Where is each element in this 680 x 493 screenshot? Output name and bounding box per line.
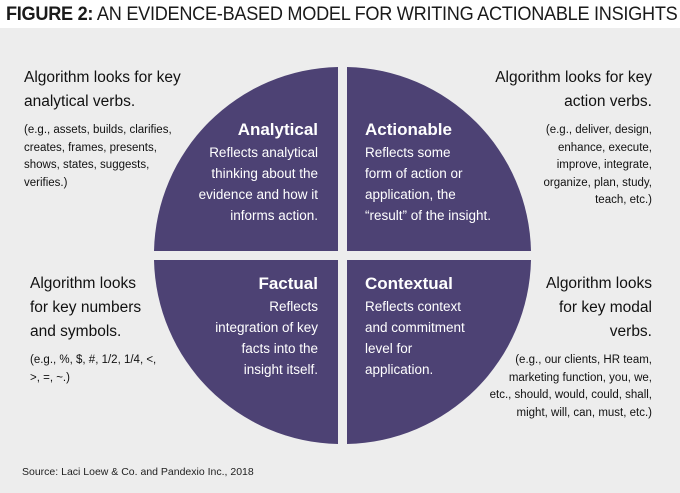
quadrant-actionable: Actionable Reflects some form of action … bbox=[365, 120, 530, 226]
quadrant-analytical-shape bbox=[154, 67, 338, 251]
side-note-examples: (e.g., deliver, design, enhance, execute… bbox=[477, 122, 652, 210]
quadrant-factual-title: Factual bbox=[258, 274, 318, 293]
side-note-heading: Algorithm looks for key action verbs. bbox=[477, 66, 652, 114]
side-note-bottom-left: Algorithm looks for key numbers and symb… bbox=[30, 272, 190, 387]
text-line: (e.g., our clients, HR team, bbox=[515, 354, 652, 366]
text-line: thinking about the bbox=[211, 166, 318, 181]
side-note-heading: Algorithm looks for key modal verbs. bbox=[452, 272, 652, 344]
text-line: Reflects analytical bbox=[209, 145, 318, 160]
text-line: (e.g., deliver, design, bbox=[545, 124, 652, 136]
quadrant-contextual: Contextual Reflects context and commitme… bbox=[365, 274, 515, 380]
text-line: integration of key bbox=[215, 320, 318, 335]
text-line: Algorithm looks bbox=[30, 275, 136, 292]
text-line: teach, etc.) bbox=[595, 194, 652, 206]
side-note-bottom-right: Algorithm looks for key modal verbs. (e.… bbox=[452, 272, 652, 422]
figure-title: FIGURE 2: AN EVIDENCE-BASED MODEL FOR WR… bbox=[6, 3, 678, 26]
figure-title-text: AN EVIDENCE-BASED MODEL FOR WRITING ACTI… bbox=[96, 3, 678, 25]
text-line: informs action. bbox=[230, 208, 318, 223]
title-bar: FIGURE 2: AN EVIDENCE-BASED MODEL FOR WR… bbox=[0, 0, 680, 28]
text-line: level for bbox=[365, 341, 413, 356]
quadrant-diagram: Analytical Reflects analytical thinking … bbox=[150, 63, 535, 448]
quadrant-analytical: Analytical Reflects analytical thinking … bbox=[168, 120, 318, 226]
text-line: marketing function, you, we, bbox=[508, 371, 652, 384]
side-note-heading: Algorithm looks for key analytical verbs… bbox=[24, 66, 199, 114]
text-line: and symbols. bbox=[30, 323, 122, 340]
text-line: shows, states, suggests, bbox=[24, 159, 150, 171]
quadrant-contextual-shape bbox=[347, 260, 531, 444]
text-line: might, will, can, must, etc.) bbox=[516, 406, 652, 419]
quadrant-circle bbox=[154, 67, 531, 444]
text-line: Algorithm looks for key bbox=[495, 69, 652, 86]
text-line: organize, plan, study, bbox=[543, 176, 652, 189]
quadrant-factual-text: Reflects integration of key facts into t… bbox=[168, 296, 318, 380]
quadrant-factual-shape bbox=[154, 260, 338, 444]
quadrant-actionable-shape bbox=[347, 67, 531, 251]
text-line: action verbs. bbox=[564, 93, 652, 110]
quadrant-actionable-text: Reflects some form of action or applicat… bbox=[365, 142, 530, 226]
side-note-heading: Algorithm looks for key numbers and symb… bbox=[30, 272, 190, 344]
text-line: facts into the bbox=[241, 341, 318, 356]
text-line: “result” of the insight. bbox=[365, 208, 492, 223]
text-line: Algorithm looks for key bbox=[24, 69, 181, 86]
quadrant-contextual-title: Contextual bbox=[365, 274, 453, 293]
text-line: analytical verbs. bbox=[24, 93, 136, 110]
quadrant-factual: Factual Reflects integration of key fact… bbox=[168, 274, 318, 380]
text-line: insight itself. bbox=[243, 362, 318, 377]
text-line: verifies.) bbox=[24, 176, 68, 189]
quadrant-analytical-text: Reflects analytical thinking about the e… bbox=[168, 142, 318, 226]
side-note-top-left: Algorithm looks for key analytical verbs… bbox=[24, 66, 199, 192]
text-line: Reflects bbox=[269, 299, 318, 314]
text-line: for key numbers bbox=[30, 299, 142, 316]
figure-title-prefix: FIGURE 2: bbox=[6, 3, 94, 25]
text-line: enhance, execute, bbox=[558, 141, 652, 154]
side-note-examples: (e.g., assets, builds, clarifies, create… bbox=[24, 122, 199, 192]
text-line: application. bbox=[365, 362, 434, 377]
text-line: etc., should, would, could, shall, bbox=[489, 389, 652, 401]
text-line: verbs. bbox=[609, 323, 652, 340]
text-line: evidence and how it bbox=[198, 187, 318, 202]
text-line: Reflects some bbox=[365, 145, 451, 160]
text-line: >, =, ~.) bbox=[30, 371, 70, 384]
text-line: creates, frames, presents, bbox=[24, 141, 157, 154]
text-line: form of action or bbox=[365, 166, 463, 181]
text-line: (e.g., assets, builds, clarifies, bbox=[24, 124, 172, 136]
text-line: improve, integrate, bbox=[556, 159, 652, 171]
text-line: (e.g., %, $, #, 1/2, 1/4, <, bbox=[30, 354, 157, 366]
quadrant-actionable-title: Actionable bbox=[365, 120, 452, 139]
side-note-examples: (e.g., our clients, HR team, marketing f… bbox=[452, 352, 652, 422]
quadrant-analytical-title: Analytical bbox=[237, 120, 318, 139]
source-note: Source: Laci Loew & Co. and Pandexio Inc… bbox=[22, 466, 254, 478]
text-line: application, the bbox=[365, 187, 456, 202]
text-line: for key modal bbox=[558, 299, 652, 316]
text-line: and commitment bbox=[365, 320, 465, 335]
text-line: Algorithm looks bbox=[546, 275, 652, 292]
quadrant-contextual-text: Reflects context and commitment level fo… bbox=[365, 296, 515, 380]
side-note-examples: (e.g., %, $, #, 1/2, 1/4, <, >, =, ~.) bbox=[30, 352, 190, 387]
text-line: Reflects context bbox=[365, 299, 462, 314]
side-note-top-right: Algorithm looks for key action verbs. (e… bbox=[477, 66, 652, 210]
